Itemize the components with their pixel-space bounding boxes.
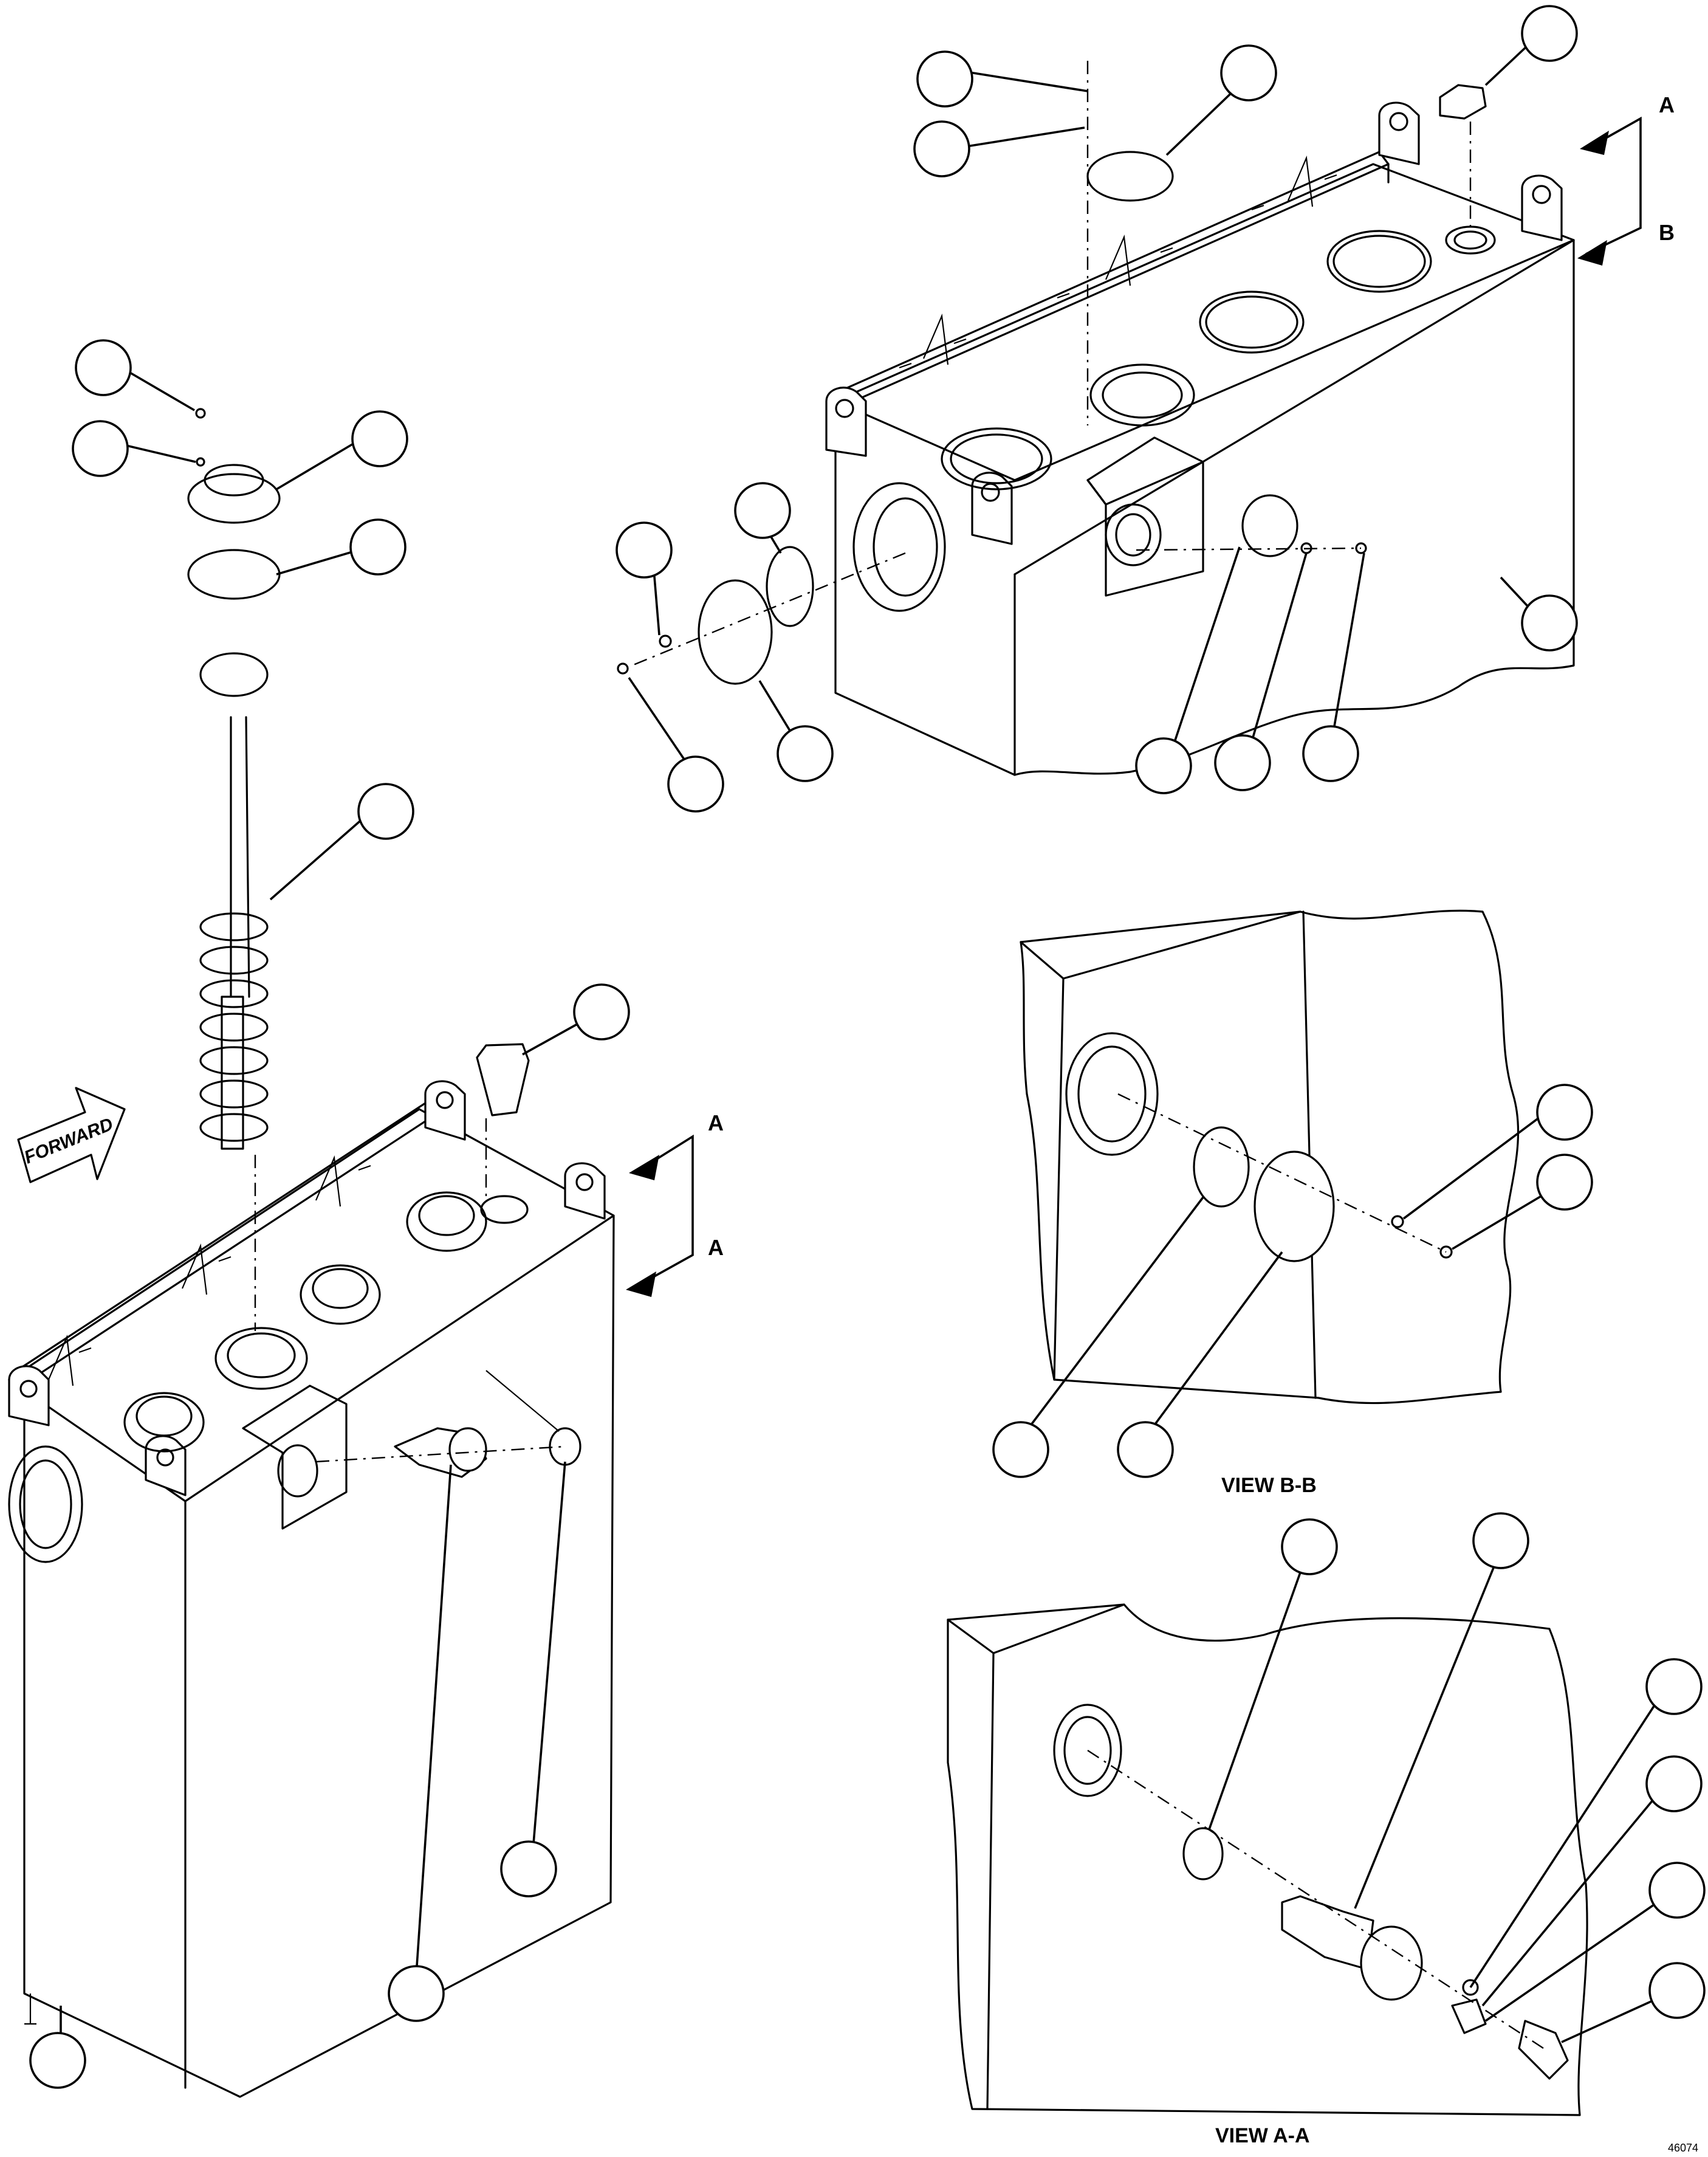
callout-balloon: [388, 1965, 445, 2022]
callout-balloons: [29, 5, 1706, 2089]
callout-balloon: [1281, 1518, 1338, 1575]
callout-balloon: [667, 755, 724, 813]
callout-balloon: [29, 2032, 86, 2089]
section-b-top-label: A: [1659, 92, 1675, 117]
callout-balloon: [357, 783, 414, 840]
callout-balloon: [573, 983, 630, 1041]
section-a-bottom-label: A: [708, 1235, 724, 1260]
callout-balloon: [734, 482, 791, 539]
callout-balloon: [75, 339, 132, 396]
callout-balloon: [1302, 725, 1359, 782]
callout-balloon: [916, 50, 973, 108]
callout-balloon: [1648, 1962, 1706, 2019]
callout-balloon: [1536, 1084, 1593, 1141]
forward-arrow: FORWARD: [17, 1087, 126, 1183]
callout-balloon: [72, 420, 129, 477]
callout-balloon: [1117, 1421, 1174, 1478]
callout-balloon: [351, 410, 408, 467]
callout-balloon: [1648, 1862, 1706, 1919]
section-b-bottom-label: B: [1659, 220, 1675, 245]
callout-balloon: [1135, 737, 1192, 794]
callout-balloon: [777, 725, 834, 782]
tank-top-view: [617, 61, 1575, 776]
callout-balloon: [349, 518, 406, 576]
view-aa: VIEW A-A: [947, 1603, 1588, 2147]
callout-balloon: [1521, 594, 1578, 652]
callout-balloon: [913, 120, 970, 177]
callout-balloon: [1472, 1512, 1529, 1569]
view-bb: VIEW B-B: [1020, 909, 1520, 1497]
main-tank-view: [8, 408, 615, 2098]
callout-balloon: [500, 1840, 557, 1897]
view-bb-label: VIEW B-B: [1221, 1474, 1317, 1497]
callout-balloon: [1220, 44, 1277, 101]
section-arrows-b: A B: [1577, 92, 1675, 266]
callout-balloon: [1645, 1755, 1703, 1812]
callout-balloon: [992, 1421, 1049, 1478]
callout-balloon: [616, 521, 673, 579]
view-aa-label: VIEW A-A: [1215, 2124, 1310, 2147]
callout-balloon: [1536, 1154, 1593, 1211]
callout-balloon: [1521, 5, 1578, 62]
drawing-code: 46074: [1668, 2142, 1698, 2154]
section-arrows-a: A A: [626, 1110, 724, 1297]
section-a-top-label: A: [708, 1110, 724, 1135]
callout-balloon: [1645, 1658, 1703, 1715]
callout-balloon: [1214, 734, 1271, 791]
